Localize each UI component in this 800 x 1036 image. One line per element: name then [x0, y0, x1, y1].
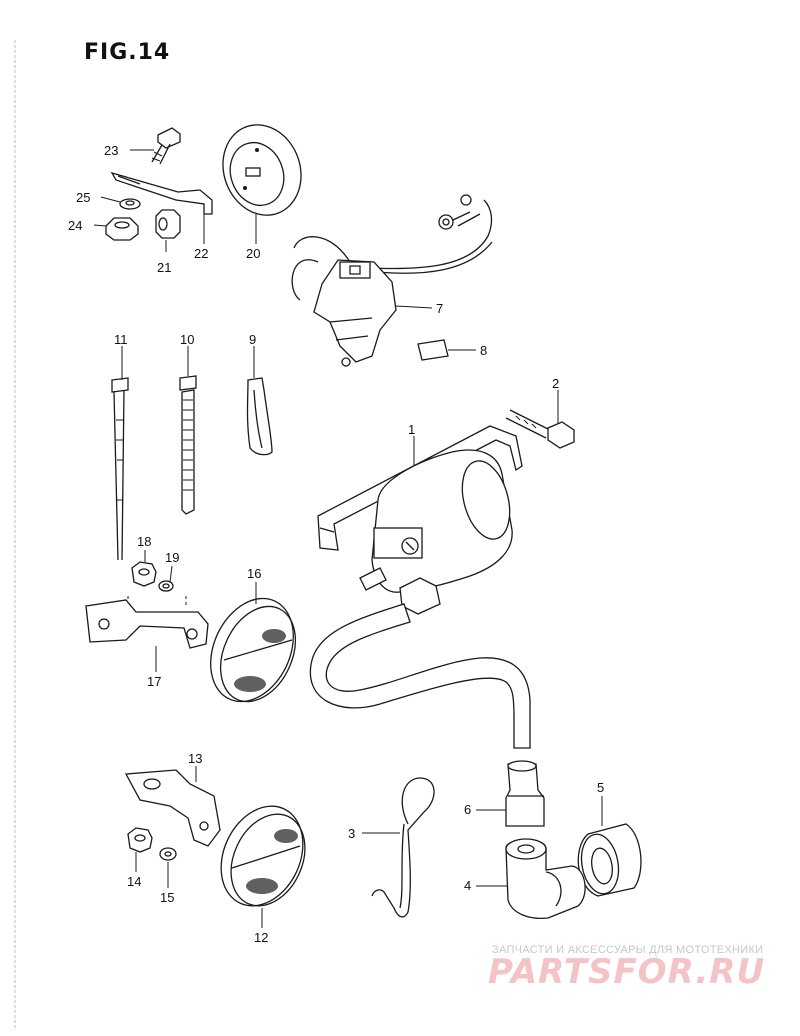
watermark-brand: PARTSFOR.RU — [488, 952, 766, 992]
part-label-14: 14 — [127, 874, 141, 889]
washer-25 — [119, 198, 141, 210]
fig-title: FIG.14 — [84, 40, 171, 65]
part-label-7: 7 — [436, 301, 443, 316]
bolt-23 — [151, 127, 181, 165]
reflector-16 — [210, 597, 297, 703]
part-label-6: 6 — [464, 802, 471, 817]
plug-cap-4 — [505, 838, 586, 920]
reflector-12 — [220, 805, 306, 907]
part-label-8: 8 — [480, 343, 487, 358]
bracket-22 — [110, 171, 213, 215]
part-label-1: 1 — [408, 422, 415, 437]
part-label-15: 15 — [160, 890, 174, 905]
switch-7 — [291, 194, 493, 367]
nut-14 — [127, 827, 153, 853]
part-label-13: 13 — [188, 751, 202, 766]
part-label-25: 25 — [76, 190, 90, 205]
label-8 — [417, 339, 449, 361]
clip-3 — [371, 777, 435, 918]
washer-19 — [158, 580, 174, 592]
bolt-2 — [505, 409, 575, 449]
part-label-11: 11 — [114, 332, 128, 347]
part-label-20: 20 — [246, 246, 260, 261]
part-label-22: 22 — [194, 246, 208, 261]
band-11 — [111, 377, 129, 561]
part-label-23: 23 — [104, 143, 118, 158]
leader-lines — [93, 149, 603, 928]
part-label-9: 9 — [249, 332, 256, 347]
part-label-16: 16 — [247, 566, 261, 581]
part-label-3: 3 — [348, 826, 355, 841]
part-label-10: 10 — [180, 332, 194, 347]
clip-9 — [246, 377, 273, 456]
bracket-17 — [85, 596, 209, 649]
nut-21 — [155, 209, 181, 239]
part-label-19: 19 — [165, 550, 179, 565]
part-label-18: 18 — [137, 534, 151, 549]
part-label-24: 24 — [68, 218, 82, 233]
part-label-21: 21 — [157, 260, 171, 275]
washer-15 — [159, 847, 177, 861]
part-labels: 1 2 3 4 5 6 7 8 9 10 11 12 13 14 15 16 1… — [68, 143, 604, 945]
cover-5 — [577, 823, 642, 897]
nut-24 — [105, 217, 139, 241]
clamp-10 — [179, 375, 197, 515]
part-label-12: 12 — [254, 930, 268, 945]
part-label-4: 4 — [464, 878, 471, 893]
part-label-5: 5 — [597, 780, 604, 795]
horn-20 — [222, 124, 302, 216]
watermark-caption: ЗАПЧАСТИ И АКСЕССУАРЫ ДЛЯ МОТОТЕХНИКИ — [492, 944, 764, 956]
cap-6 — [505, 760, 545, 827]
bracket-13 — [124, 769, 221, 847]
ignition-coil-1 — [309, 425, 531, 749]
part-label-17: 17 — [147, 674, 161, 689]
nut-18 — [131, 561, 157, 587]
part-label-2: 2 — [552, 376, 559, 391]
